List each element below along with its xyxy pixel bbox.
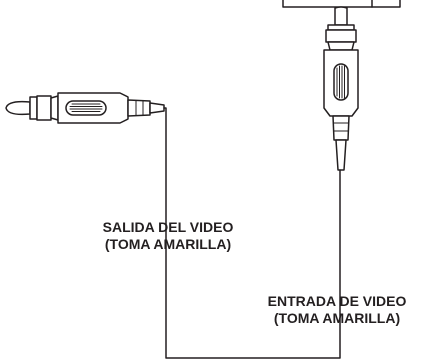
video-input-label-line-1: ENTRADA DE VIDEO [267,293,407,309]
video-output-label-line-2: (TOMA AMARILLA) [104,236,232,252]
video-input-label: ENTRADA DE VIDEO (TOMA AMARILLA) [247,293,427,327]
video-input-label-line-2: (TOMA AMARILLA) [273,310,401,326]
video-output-label: SALIDA DEL VIDEO (TOMA AMARILLA) [73,219,263,253]
video-cable [163,107,341,359]
tv-device [282,0,401,8]
video-output-label-line-1: SALIDA DEL VIDEO [102,219,234,235]
rca-plug-vertical [323,6,359,171]
rca-plug-horizontal [5,92,165,124]
